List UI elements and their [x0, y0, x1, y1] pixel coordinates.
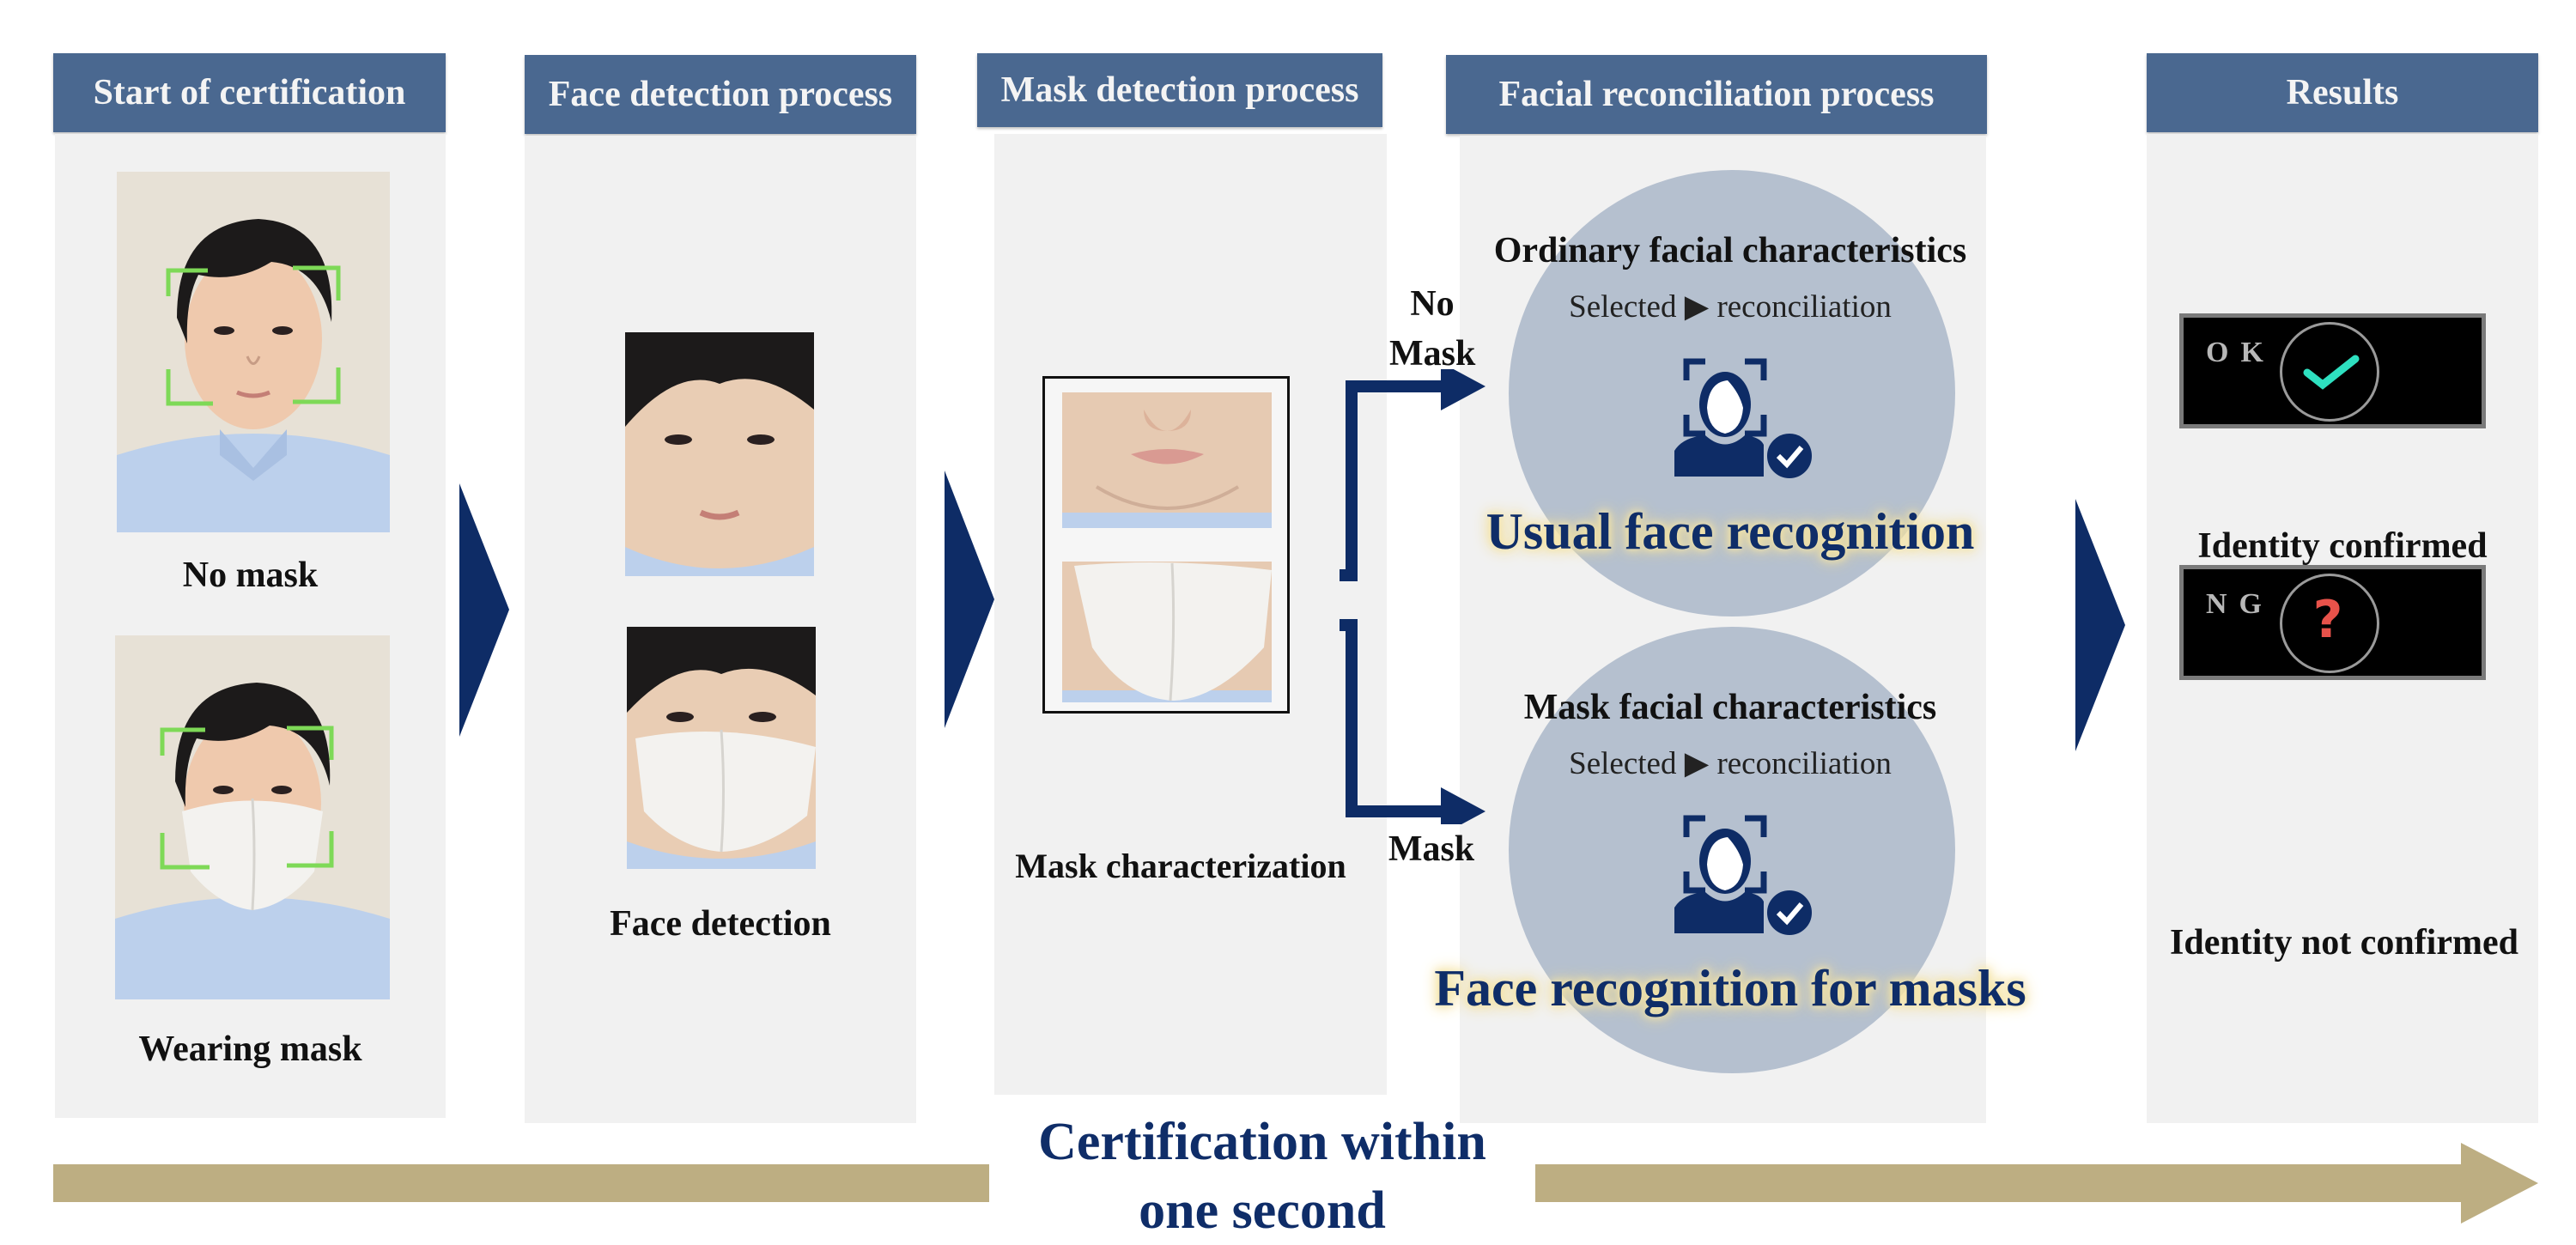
chevron-arrow-icon: [2075, 499, 2125, 751]
photo-masked-face-crop: [627, 627, 816, 869]
timeline-label: Certification within one second: [987, 1108, 1537, 1245]
selected-reconciliation-mask: Selected ▶ reconciliation: [1387, 744, 2074, 782]
person-face-illustration: [117, 172, 390, 532]
timeline-line2: one second: [1139, 1181, 1386, 1240]
caption-face-detection: Face detection: [610, 904, 831, 944]
reconciliation-text: reconciliation: [1716, 289, 1892, 325]
caption-wearing-mask: Wearing mask: [138, 1029, 362, 1069]
lower-face-illustration: [1062, 392, 1272, 528]
face-frame: [160, 726, 334, 870]
method-face-recognition-masks: Face recognition for masks: [1434, 960, 2026, 1017]
stage-header-mask-detection: Mask detection process: [977, 53, 1382, 127]
timeline-arrow: [1535, 1143, 2538, 1224]
method-usual-face-recognition: Usual face recognition: [1485, 503, 1975, 560]
result-tag-ng: NG: [2206, 588, 2274, 620]
characteristics-title-ordinary: Ordinary facial characteristics: [1493, 231, 1967, 270]
photo-wearing-mask: [115, 635, 390, 999]
result-caption-not-confirmed: Identity not confirmed: [2170, 923, 2518, 963]
lower-face-mask-illustration: [1062, 562, 1272, 702]
stage-header-start: Start of certification: [53, 53, 446, 132]
photo-lower-face-mask: [1062, 562, 1272, 702]
face-verified-icon: [1674, 358, 1815, 482]
arrow-no-mask-head: [1441, 369, 1485, 410]
face-frame: [166, 265, 341, 406]
stage-header-face-detection: Face detection process: [525, 55, 916, 134]
photo-lower-face: [1062, 392, 1272, 528]
masked-face-crop-illustration: [627, 627, 816, 869]
person-masked-illustration: [115, 635, 390, 999]
branch-label-mask: Mask: [1388, 829, 1475, 869]
branch-label-no-mask: No Mask: [1389, 279, 1475, 379]
photo-face-crop: [625, 332, 814, 576]
timeline-line1: Certification within: [1038, 1113, 1486, 1171]
question-icon: ?: [2312, 590, 2343, 650]
chevron-arrow-icon: [459, 483, 509, 737]
mask-characterization-frame: [1042, 376, 1290, 714]
branch-connector: [1340, 369, 1485, 824]
caption-no-mask: No mask: [182, 556, 319, 595]
reconciliation-text: reconciliation: [1716, 746, 1892, 781]
result-screen-ng-display: NG ?: [2179, 565, 2486, 680]
characteristics-title-mask: Mask facial characteristics: [1523, 688, 1937, 727]
stage-header-reconciliation: Facial reconciliation process: [1446, 55, 1987, 134]
play-arrow-icon: ▶: [1684, 289, 1710, 325]
result-ring: [2280, 322, 2379, 422]
stage-panel-face-detection: Face detection: [525, 136, 916, 1123]
branch-label-no: No: [1410, 284, 1455, 324]
face-crop-illustration: [625, 332, 814, 576]
result-caption-confirmed: Identity confirmed: [2197, 526, 2488, 566]
play-arrow-icon: ▶: [1684, 746, 1710, 781]
stage-panel-start: No mask Wearing mask: [55, 134, 446, 1118]
chevron-arrow-icon: [945, 471, 994, 728]
result-tag-ok: OK: [2206, 337, 2275, 368]
selected-text: Selected: [1569, 746, 1677, 781]
stage-header-results: Results: [2147, 53, 2538, 132]
branch-label-mask-word: Mask: [1389, 334, 1476, 374]
timeline-bar-left: [53, 1164, 989, 1202]
result-screen-ok: OK: [2179, 313, 2486, 428]
selected-reconciliation-ordinary: Selected ▶ reconciliation: [1387, 288, 2074, 325]
face-verified-icon: [1674, 815, 1815, 938]
selected-text: Selected: [1569, 289, 1677, 325]
photo-no-mask: [117, 172, 390, 532]
check-icon: [2303, 355, 2360, 390]
result-ring: [2280, 574, 2379, 673]
caption-mask-characterization: Mask characterization: [1015, 847, 1346, 885]
arrow-mask-head: [1441, 787, 1485, 824]
